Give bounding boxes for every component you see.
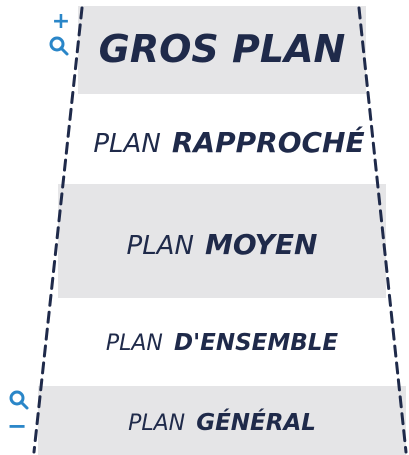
label-gros-plan: GROS PLAN <box>99 27 346 71</box>
right-edge-line <box>357 6 408 454</box>
zoom-out-magnifier-icon: − <box>7 390 29 440</box>
left-edge-line <box>32 6 84 454</box>
band-plan-general <box>38 386 406 455</box>
label-plan-general: PLAN GÉNÉRAL <box>128 408 316 436</box>
label-plan-rapproche: PLAN RAPPROCHÉ <box>93 125 364 159</box>
band-gros-plan <box>78 6 366 94</box>
zoom-in-sign: + <box>52 9 70 34</box>
band-plan-moyen <box>58 184 386 298</box>
zoom-out-sign: − <box>7 412 27 440</box>
zoom-in-magnifier-icon: + <box>49 9 70 56</box>
label-plan-densemble: PLAN D'ENSEMBLE <box>106 330 339 356</box>
label-plan-moyen: PLAN MOYEN <box>127 228 318 261</box>
